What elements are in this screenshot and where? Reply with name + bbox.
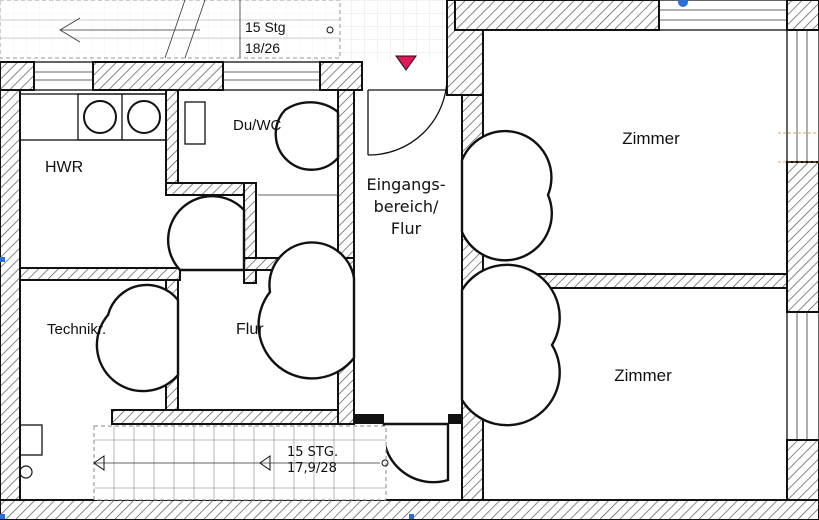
room-hwr: HWR <box>45 159 83 176</box>
entrance-marker-icon <box>395 55 417 71</box>
selection-handle-left-top <box>0 257 5 262</box>
room-du-wc: Du/WC <box>233 117 282 134</box>
room-eingang-line3: Flur <box>391 219 422 238</box>
bottom-staircase: 15 STG. 17,9/28 <box>93 425 389 501</box>
room-eingang-line2: bereich/ <box>374 197 439 216</box>
washing-machines <box>19 93 167 141</box>
stair-top-ratio: 18/26 <box>245 40 280 56</box>
top-staircase: 15 Stg 18/26 <box>0 0 341 59</box>
entrance-door <box>367 77 448 156</box>
selection-handle-left-bottom <box>0 514 5 519</box>
stair-bottom-steps: 15 STG. <box>287 445 338 460</box>
room-zimmer-top: Zimmer <box>622 129 680 148</box>
room-technik: Technikr. <box>47 321 106 338</box>
stair-top-steps: 15 Stg <box>245 19 285 35</box>
bathroom-fixtures <box>184 101 338 196</box>
room-zimmer-bottom: Zimmer <box>614 366 672 385</box>
anchor-point-icon <box>678 0 688 7</box>
selection-handle-bottom <box>409 514 414 519</box>
room-flur: Flur <box>236 321 264 338</box>
room-eingang-line1: Eingangs- <box>366 175 445 194</box>
stair-bottom-ratio: 17,9/28 <box>287 461 337 476</box>
technik-fixtures <box>19 424 43 479</box>
door-swings <box>95 101 561 484</box>
